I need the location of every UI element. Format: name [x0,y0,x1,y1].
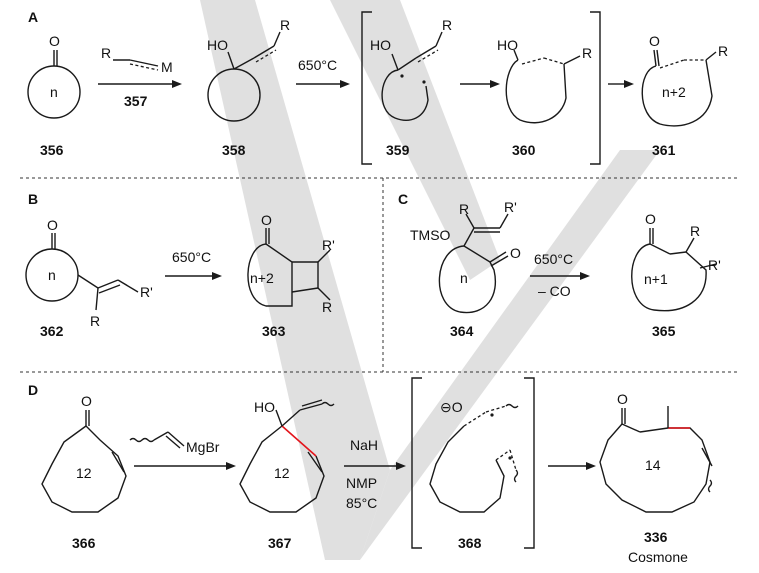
ring-size-12: 12 [274,465,290,481]
atom-o-minus: ⊖O [440,399,463,415]
reagent-mgbr: MgBr [186,439,220,455]
structure-360: HO R [497,37,592,124]
compound-360: 360 [512,142,536,158]
condition-650: 650°C [172,249,211,265]
atom-ho: HO [370,37,391,53]
atom-o: O [649,33,660,49]
atom-ho: HO [497,37,518,53]
compound-336: 336 [644,529,668,545]
atom-r: R [690,223,700,239]
atom-r: R [90,313,100,329]
watermark [200,0,660,560]
ring-size-14: 14 [645,457,661,473]
atom-o: O [81,393,92,409]
atom-r-prime: R' [322,237,335,253]
condition-650: 650°C [298,57,337,73]
arrowhead [580,272,590,280]
atom-r: R [280,17,290,33]
compound-367: 367 [268,535,292,551]
compound-357: 357 [124,93,148,109]
structure-358: HO R [207,17,290,122]
compound-name-cosmone: Cosmone [628,549,688,565]
atom-r: R [442,17,452,33]
atom-r: R [101,45,111,61]
condition-nmp: NMP [346,475,377,491]
atom-tmso: TMSO [410,227,451,243]
arrowhead [396,462,406,470]
atom-ho: HO [207,37,228,53]
arrowhead [340,80,350,88]
atom-r: R [322,299,332,315]
structure-364: TMSO R R' O n [410,199,521,314]
arrowhead [624,80,634,88]
atom-o: O [510,245,521,261]
condition-minus-co: – CO [538,283,571,299]
structure-365: O R R' n+1 [631,211,721,312]
atom-m: M [161,59,173,75]
atom-r: R [582,45,592,61]
structure-368: ⊖O [429,399,519,513]
compound-358: 358 [222,142,246,158]
arrowhead [172,80,182,88]
section-c-label: C [398,191,408,207]
new-bond-highlight [281,425,317,457]
compound-359: 359 [386,142,410,158]
compound-356: 356 [40,142,64,158]
atom-o: O [617,391,628,407]
bracket-left [361,11,372,165]
bracket-right [590,11,601,165]
atom-o: O [47,217,58,233]
structure-336: O 14 [599,391,713,513]
compound-368: 368 [458,535,482,551]
atom-r-prime: R' [140,284,153,300]
structure-362: O n R' R [25,217,153,329]
condition-85: 85°C [346,495,377,511]
arrowhead [586,462,596,470]
section-d-label: D [28,382,38,398]
section-b-label: B [28,191,38,207]
compound-364: 364 [450,323,474,339]
ring-size-n-plus-1: n+1 [644,271,668,287]
compound-362: 362 [40,323,64,339]
atom-o: O [261,212,272,228]
alkyne-reagent-357: R M [101,45,173,75]
condition-650: 650°C [534,251,573,267]
atom-r-prime: R' [708,257,721,273]
structure-356: O n [27,33,81,119]
atom-o: O [645,211,656,227]
structure-361: O R n+2 [641,33,728,127]
structure-367: HO 12 [239,399,335,513]
compound-365: 365 [652,323,676,339]
structure-366: O 12 [41,393,127,513]
bracket-right-d [524,377,535,549]
condition-nah: NaH [350,437,378,453]
ring-size-n-plus-2: n+2 [250,270,274,286]
atom-r: R [459,201,469,217]
ring-size-n: n [460,270,468,286]
atom-o: O [49,33,60,49]
ring-size-n-plus-2: n+2 [662,84,686,100]
grignard-reagent: MgBr [129,431,220,455]
section-a-label: A [28,9,38,25]
ring-size-12: 12 [76,465,92,481]
atom-r-prime: R' [504,199,517,215]
arrowhead [226,462,236,470]
atom-r: R [718,43,728,59]
bracket-left-d [411,377,422,549]
compound-363: 363 [262,323,286,339]
compound-361: 361 [652,142,676,158]
ring-size-n: n [50,84,58,100]
atom-ho: HO [254,399,275,415]
arrowhead [490,80,500,88]
arrowhead [212,272,222,280]
structure-359: HO R [370,17,452,121]
compound-366: 366 [72,535,96,551]
structure-363: O n+2 R' R [247,212,335,315]
ring-size-n: n [48,267,56,283]
